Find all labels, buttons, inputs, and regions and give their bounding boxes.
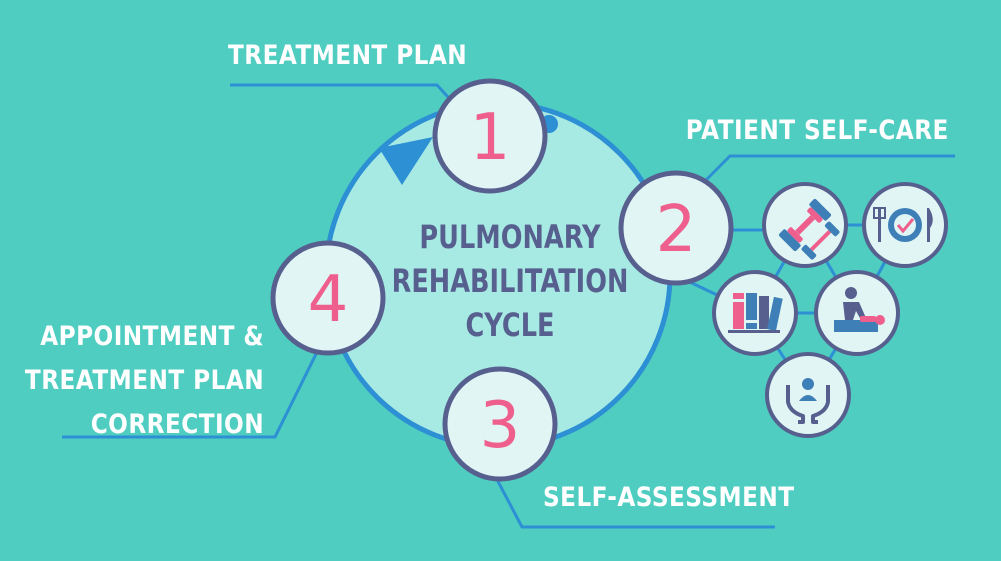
cycle-title-line: PULMONARY: [419, 218, 601, 256]
books-icon: [712, 270, 798, 356]
cycle-title-line: CYCLE: [465, 306, 555, 344]
leader-line-3: [490, 469, 775, 529]
step-label-treatment-plan: TREATMENT PLAN: [228, 40, 468, 71]
step-label-line: APPOINTMENT &: [40, 321, 265, 352]
step-node-4: 4: [270, 240, 386, 356]
step-label-appointment-correction: APPOINTMENT & TREATMENT PLAN CORRECTION: [25, 315, 264, 447]
cycle-arrow-head: [379, 137, 433, 185]
leader-line-1: [230, 83, 460, 110]
step-number-1: 1: [470, 101, 511, 175]
step-number-2: 2: [656, 193, 697, 267]
cycle-title-line: REHABILITATION: [391, 262, 629, 300]
dumbbell-icon: [762, 182, 848, 268]
massage-therapy-icon: [814, 270, 900, 356]
step-node-3: 3: [442, 366, 558, 482]
caring-hands-icon: [765, 352, 851, 438]
step-label-patient-self-care: PATIENT SELF-CARE: [686, 115, 949, 146]
step-node-2: 2: [618, 170, 734, 286]
step-node-1: 1: [432, 78, 548, 194]
healthy-meal-icon: [862, 182, 948, 268]
step-number-3: 3: [480, 389, 521, 463]
step-label-line: CORRECTION: [90, 409, 264, 440]
leader-line-4: [62, 345, 322, 439]
step-label-line: TREATMENT PLAN: [24, 365, 264, 396]
step-label-self-assessment: SELF-ASSESSMENT: [543, 482, 795, 513]
leader-line-2: [704, 154, 955, 182]
step-number-4: 4: [308, 263, 349, 337]
cycle-title: PULMONARY REHABILITATION CYCLE: [390, 215, 630, 347]
